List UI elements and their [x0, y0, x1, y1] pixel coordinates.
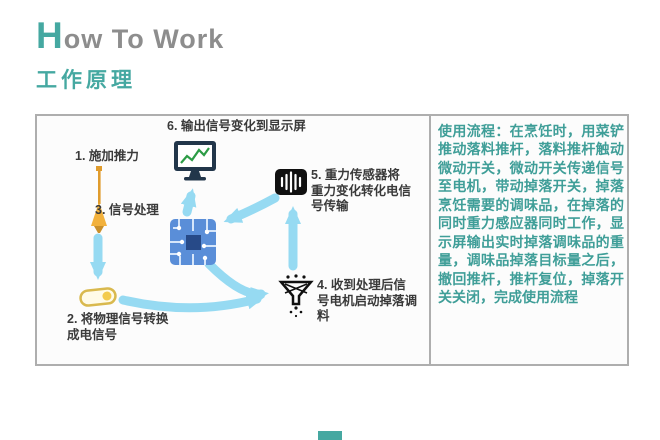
step-1-label: 1. 施加推力	[75, 149, 139, 163]
title-rest: ow To Work	[63, 24, 225, 54]
funnel-drop-icon	[277, 274, 315, 318]
workflow-diagram: 6. 输出信号变化到显示屏 1. 施加推力 3. 信号处理	[37, 116, 429, 364]
page-header: How To Work 工作原理	[36, 15, 225, 94]
content-panel: 6. 输出信号变化到显示屏 1. 施加推力 3. 信号处理	[35, 114, 629, 366]
arrow-step2-to-step4	[118, 293, 265, 313]
flow-arrows	[90, 188, 301, 313]
title-initial: H	[36, 15, 64, 56]
step-5-label: 5. 重力传感器将重力变化转化电信号传输	[311, 168, 412, 214]
footer-page-marker	[318, 431, 342, 440]
arrow-step5-to-step3	[223, 193, 280, 224]
display-monitor-icon	[171, 136, 219, 184]
usage-instructions-text: 使用流程：在烹饪时，用菜铲推动落料推杆，落料推杆触动微动开关，微动开关传递信号至…	[438, 123, 624, 306]
page-title: How To Work	[36, 15, 225, 57]
step-4-label: 4. 收到处理后信号电机启动掉落调料	[317, 278, 418, 324]
step-2-label: 2. 将物理信号转换成电信号	[67, 312, 169, 342]
capsule-switch-icon	[79, 285, 117, 309]
panel-divider	[429, 116, 431, 364]
arrow-step3-to-step6	[180, 188, 197, 217]
push-rod-icon	[87, 166, 111, 234]
circuit-board-icon	[167, 216, 219, 268]
arrow-step3-to-step4	[204, 259, 269, 303]
page-subtitle: 工作原理	[36, 68, 136, 92]
step-6-label: 6. 输出信号变化到显示屏	[167, 119, 306, 133]
gravity-sensor-icon	[273, 164, 309, 200]
step-3-label: 3. 信号处理	[95, 203, 159, 217]
